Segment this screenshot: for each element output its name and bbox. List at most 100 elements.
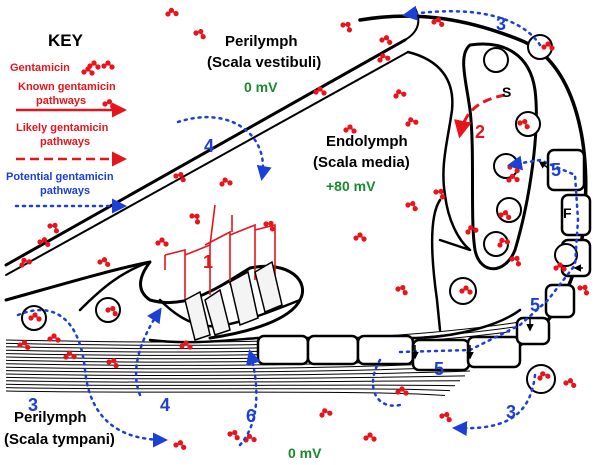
cell-circle: [527, 34, 553, 60]
gentamicin-molecule: [509, 255, 522, 267]
nerve-fibre: [5, 365, 476, 373]
gentamicin-molecule: [87, 60, 101, 70]
perilymph-vestibuli-line-1: Perilymph: [225, 33, 298, 50]
nerve-fibre: [5, 387, 451, 392]
gentamicin-molecule: [363, 432, 377, 442]
gentamicin-molecule: [459, 285, 473, 295]
gentamicin-molecule: [81, 66, 95, 76]
marker-1: 1: [203, 252, 213, 272]
pathways: [16, 5, 583, 448]
compartment-labels: Perilymph (Scala vestibuli) 0 mV Endolym…: [4, 33, 410, 461]
legend-known-line-2: pathways: [36, 95, 86, 107]
legend-likely-line-1: Likely gentamicin: [16, 122, 109, 134]
cell-circle: [515, 111, 541, 137]
gentamicin-molecule: [28, 312, 42, 322]
sulcus-cell: [356, 334, 415, 366]
hair-cell-body-4: [184, 290, 211, 341]
gentamicin-molecule: [189, 213, 201, 225]
likely-pathway-2: [454, 93, 506, 139]
tympani-potential: 0 mV: [288, 445, 322, 461]
endolymph-potential: +80 mV: [326, 178, 376, 194]
gentamicin-molecule: [439, 411, 452, 423]
potential-pathway-5-bottom: [371, 358, 402, 407]
gentamicin-molecule: [179, 340, 193, 350]
marker-5-mid: 5: [530, 295, 540, 315]
sulcus-cell: [544, 283, 576, 319]
legend-likely-line-2: pathways: [40, 136, 90, 148]
cell-circle: [554, 243, 578, 267]
gentamicin-molecule: [379, 35, 393, 45]
cell-circle: [21, 305, 47, 331]
perilymph-tympani-line-2: (Scala tympani): [4, 431, 115, 448]
gentamicin-molecule: [47, 222, 60, 234]
gentamicin-molecule: [19, 257, 33, 268]
legend: KEY Gentamicin Known gentamicin pathways…: [6, 31, 127, 214]
vestibuli-potential: 0 mV: [244, 79, 278, 95]
hair-cell-body-3: [254, 260, 283, 314]
gentamicin-molecule: [37, 237, 51, 247]
stria-vascularis: [462, 42, 538, 271]
marker-5-stria: 5: [551, 160, 561, 180]
marker-3-top: 3: [496, 14, 506, 34]
sulcus-cell: [306, 334, 360, 366]
marker-4-top: 4: [204, 136, 214, 156]
marker-3-right: 3: [506, 402, 516, 422]
reissners-membrane-inner: [5, 51, 409, 276]
gentamicin-molecule: [173, 440, 187, 450]
gentamicin-molecule: [541, 41, 555, 51]
gentamicin-molecule: [63, 350, 77, 360]
gentamicin-molecule: [517, 118, 530, 130]
gentamicin-molecule: [393, 89, 407, 99]
cell-circle: [483, 47, 509, 73]
gentamicin-molecule: [433, 188, 446, 200]
endolymph-line-1: Endolymph: [326, 133, 408, 150]
potential-pathway-6: [238, 349, 261, 447]
gentamicin-molecule: [193, 28, 206, 40]
gentamicin-molecule: [405, 200, 418, 212]
reissners-membrane: [4, 38, 407, 267]
sulcus-cell: [466, 335, 522, 369]
junction-arrow-4: [538, 161, 549, 169]
gentamicin-molecule: [106, 357, 119, 369]
hair-cell-body-1: [204, 288, 231, 336]
sulcus-cell: [256, 334, 310, 366]
gentamicin-molecule: [343, 124, 357, 134]
gentamicin-molecule: [506, 173, 520, 183]
marker-5-bottom: 5: [434, 359, 444, 379]
gentamicin-molecule: [498, 210, 512, 220]
gentamicin-molecule: [553, 262, 567, 272]
hair-cells: [164, 204, 283, 341]
gentamicin-molecule: [227, 429, 240, 441]
pathway-markers: 1 2 3 3 3 4 4 5 5 5 6 S F: [28, 14, 572, 426]
gentamicin-molecule: [563, 378, 577, 388]
scala-media-inner: [406, 50, 472, 252]
potential-pathway-3-right: [452, 373, 537, 437]
gentamicin-molecule: [165, 7, 179, 17]
marker-2: 2: [475, 122, 485, 142]
gentamicin-molecule: [340, 21, 353, 33]
nerve-fibre: [5, 383, 456, 387]
potential-pathway-4-left: [134, 307, 162, 397]
gentamicin-molecule: [353, 232, 367, 242]
gentamicin-molecule: [155, 237, 169, 247]
gentamicin-molecule: [395, 284, 408, 296]
gentamicin-molecule: [101, 60, 115, 70]
endolymph-line-2: (Scala media): [313, 154, 410, 171]
inner-sulcus: [430, 198, 442, 332]
gentamicin-molecule: [319, 408, 333, 418]
hair-cell-bundle-1: [164, 204, 276, 300]
cell-circle: [483, 231, 509, 257]
legend-potential-line-1: Potential gentamicin: [6, 171, 114, 183]
nerve-fibre: [5, 380, 461, 383]
nerve-fibre: [5, 390, 446, 396]
legend-potential-line-2: pathways: [40, 185, 90, 197]
gentamicin-molecule: [395, 386, 409, 396]
gentamicin-molecule: [577, 284, 590, 296]
marker-6: 6: [246, 406, 256, 426]
gentamicin-molecule: [537, 371, 551, 381]
gentamicin-molecule: [497, 237, 511, 248]
potential-pathway-5-chain: [398, 155, 580, 354]
gentamicin-molecule: [263, 220, 276, 232]
marker-f: F: [563, 205, 572, 221]
